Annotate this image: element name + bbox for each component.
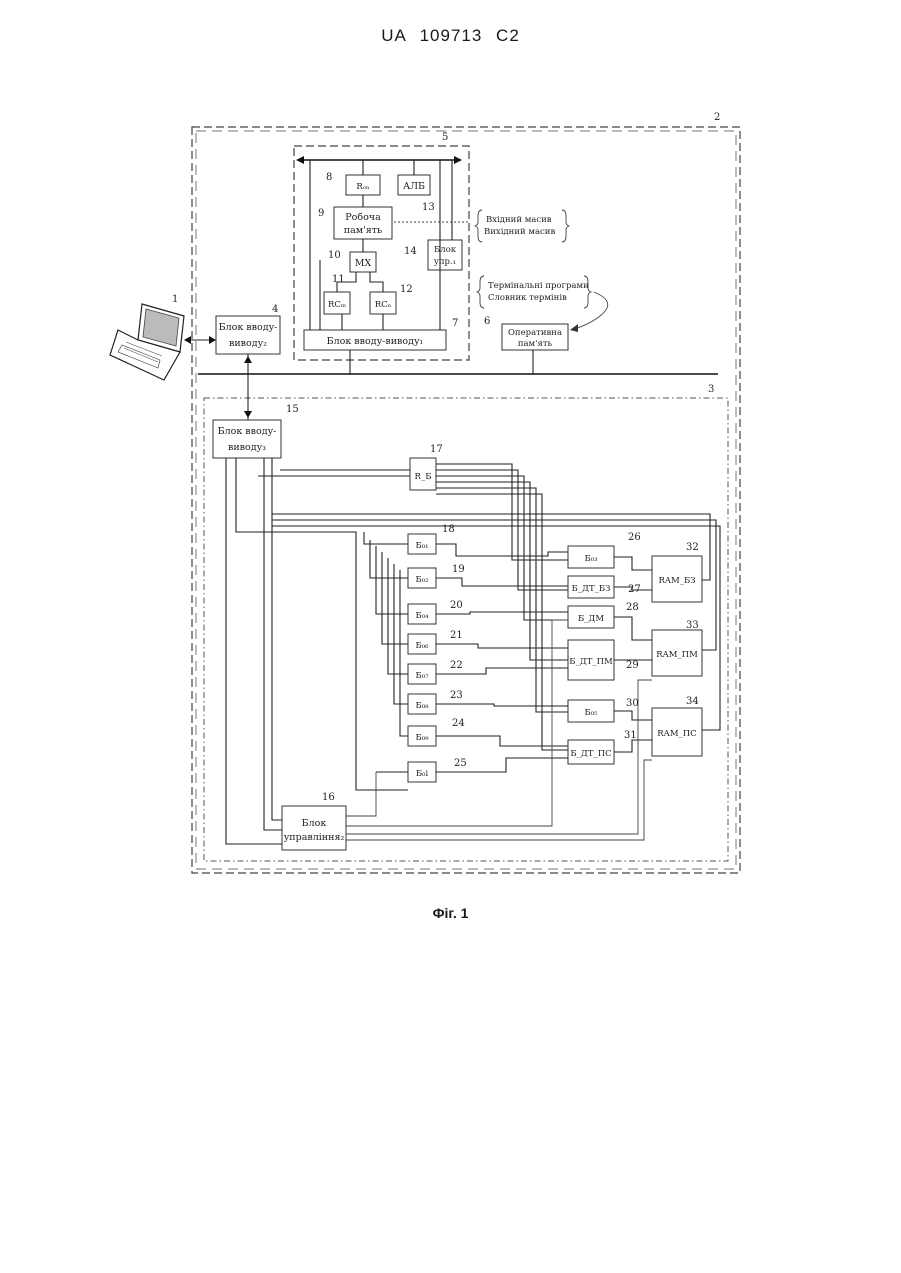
- ref-21: 21: [450, 630, 463, 641]
- ref-24: 24: [452, 718, 465, 729]
- ram-pm-label: RAM_ПМ: [656, 650, 698, 660]
- ref-29: 29: [626, 660, 639, 671]
- block-bdt-ps-label: Б_ДТ_ПС: [570, 749, 611, 759]
- alu-block-label: АЛБ: [403, 181, 425, 192]
- control-block-2-label-1: Блок: [302, 818, 327, 829]
- figure-caption: Фіг. 1: [0, 905, 901, 921]
- block-b07-label: Б₀₇: [415, 671, 429, 681]
- block-b01-label: Б₀₁: [415, 541, 428, 551]
- control-block-1-label-1: Блок: [434, 245, 457, 255]
- ref-1: 1: [172, 294, 178, 305]
- bus-arrow-right: [454, 156, 462, 164]
- register-rop-label: Rₒₙ: [356, 182, 370, 192]
- ref-20: 20: [450, 600, 463, 611]
- ref-27: 27: [628, 584, 641, 595]
- ref-28: 28: [626, 602, 639, 613]
- block-b09-label: Б₀₉: [415, 733, 429, 743]
- ref-16: 16: [322, 792, 335, 803]
- register-rcm-label: RCₘ: [328, 300, 346, 310]
- ref-12: 12: [400, 284, 413, 295]
- io2-arrow-up: [244, 356, 252, 363]
- terms-to-memory-arrow: [572, 292, 608, 330]
- brace-arrays-right: [562, 210, 569, 242]
- register-rcn-label: RCₙ: [375, 300, 392, 310]
- ref-17: 17: [430, 444, 443, 455]
- lower-wiring: [226, 458, 720, 844]
- ref-11: 11: [332, 274, 345, 285]
- control-block-1-label-2: упр.₁: [434, 257, 456, 267]
- block-b02-label: Б₀₂: [415, 575, 428, 585]
- block-bdm-label: Б_ДМ: [578, 614, 604, 624]
- block-b05-label: Б₀₅: [584, 708, 598, 718]
- io-block-1-label: Блок вводу-виводу₁: [327, 336, 424, 347]
- wire-mx-rcn: [370, 272, 383, 292]
- laptop-arrow-right: [209, 336, 216, 344]
- ref-14: 14: [404, 246, 417, 257]
- ref-25: 25: [454, 758, 467, 769]
- terms-dictionary-note: Словник термінів: [488, 293, 567, 303]
- ref-15: 15: [286, 404, 299, 415]
- ref-33: 33: [686, 620, 699, 631]
- register-rb-label: R_Б: [415, 472, 432, 482]
- io-block-2-label-1: Блок вводу-: [219, 322, 278, 333]
- ram-blocks: RAM_БЗ RAM_ПМ RAM_ПС: [652, 556, 702, 756]
- ref-10: 10: [328, 250, 341, 261]
- ref-30: 30: [626, 698, 639, 709]
- block-bdt-bz-label: Б_ДТ_БЗ: [572, 584, 611, 594]
- io-block-3-label-1: Блок вводу-: [218, 426, 277, 437]
- input-array-note: Вхідний масив: [486, 215, 552, 225]
- ref-22: 22: [450, 660, 463, 671]
- terms-arrow-head: [570, 324, 578, 332]
- brace-terms-left: [477, 276, 484, 308]
- frame-subsystem: [204, 398, 728, 861]
- bus-arrow-left: [296, 156, 304, 164]
- ref-8: 8: [326, 172, 332, 183]
- ref-7: 7: [452, 318, 458, 329]
- output-array-note: Вихідний масив: [484, 227, 555, 237]
- main-memory-label-1: Оперативна: [508, 328, 562, 338]
- ref-13: 13: [422, 202, 435, 213]
- ref-18: 18: [442, 524, 455, 535]
- ref-4: 4: [272, 304, 278, 315]
- ref-34: 34: [686, 696, 699, 707]
- laptop-arrow-left: [184, 336, 191, 344]
- block-b04-label: Б₀₄: [415, 611, 429, 621]
- block-boi-label: Б₀і: [416, 769, 429, 779]
- mux-block-label: МХ: [355, 258, 372, 269]
- ref-31: 31: [624, 730, 637, 741]
- block-b08-label: Б₀₈: [415, 701, 429, 711]
- control-block-2-label-2: управління₂: [284, 832, 345, 843]
- ref-19: 19: [452, 564, 465, 575]
- ram-bz-label: RAM_БЗ: [658, 576, 695, 586]
- ref-2: 2: [714, 112, 720, 123]
- block-b06-label: Б₀₆: [415, 641, 429, 651]
- ref-23: 23: [450, 690, 463, 701]
- ram-ps-label: RAM_ПС: [657, 729, 696, 739]
- io-block-2-label-2: виводу₂: [229, 338, 267, 349]
- ref-5: 5: [442, 132, 448, 143]
- ref-26: 26: [628, 532, 641, 543]
- io-block-3-label-2: виводу₃: [228, 442, 266, 453]
- laptop-icon: [110, 304, 184, 380]
- ref-3: 3: [708, 384, 714, 395]
- io3-arrow-down: [244, 411, 252, 418]
- ref-32: 32: [686, 542, 699, 553]
- block-b03-label: Б₀₃: [584, 554, 597, 564]
- working-memory-label-1: Робоча: [345, 212, 381, 223]
- main-memory-label-2: пам'ять: [518, 339, 553, 349]
- working-memory-label-2: пам'ять: [344, 225, 382, 236]
- ref-9: 9: [318, 208, 324, 219]
- function-blocks-left: Б₀₁ Б₀₂ Б₀₄ Б₀₆ Б₀₇ Б₀₈ Б₀₉ Б₀і: [408, 534, 436, 782]
- brace-arrays-left: [475, 210, 482, 242]
- block-bdt-pm-label: Б_ДТ_ПМ: [569, 657, 613, 667]
- terminal-programs-note: Термінальні програми: [488, 281, 589, 291]
- ref-6: 6: [484, 316, 490, 327]
- function-blocks-right: Б₀₃ Б_ДТ_БЗ Б_ДМ Б_ДТ_ПМ Б₀₅ Б_ДТ_ПС: [568, 546, 614, 764]
